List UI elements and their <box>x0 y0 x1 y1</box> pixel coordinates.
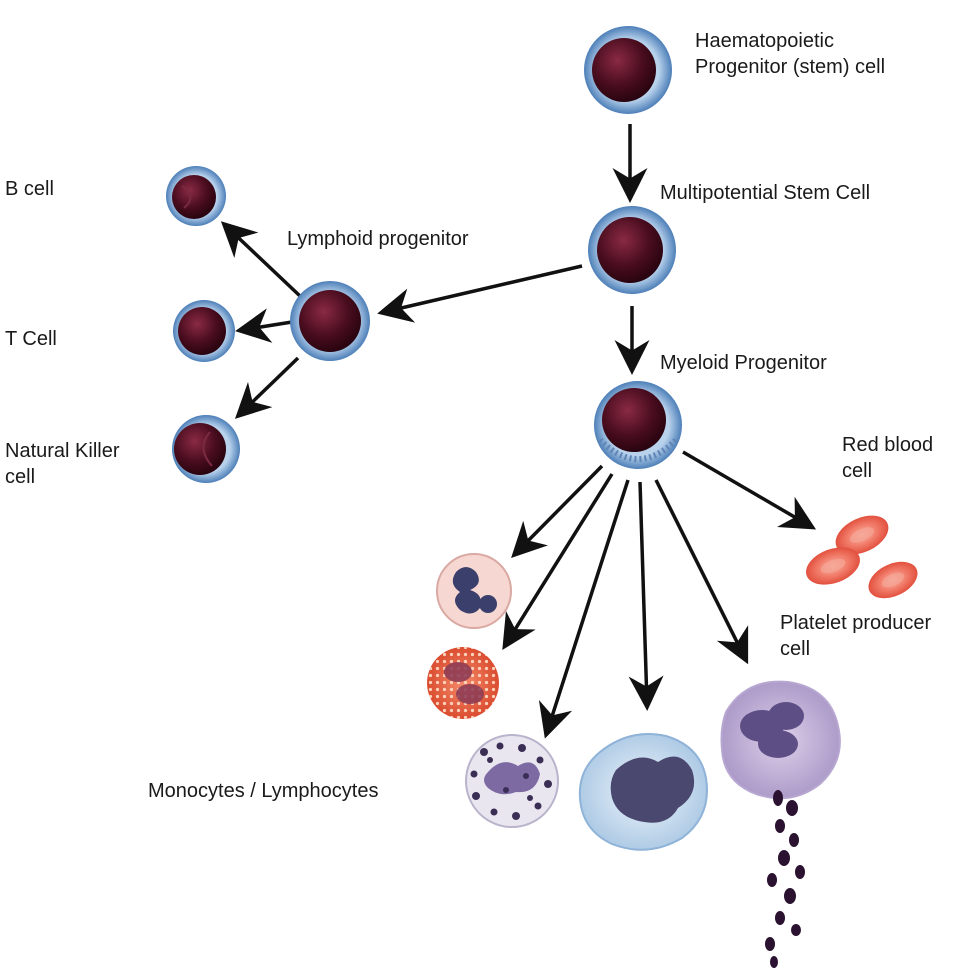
label-monocytes-lymphocytes: Monocytes / Lymphocytes <box>148 780 379 802</box>
label-lymphoid: Lymphoid progenitor <box>287 228 469 250</box>
red-blood-cell-2 <box>806 547 860 585</box>
label-stem-cell-line1: Haematopoietic <box>695 30 834 52</box>
arrow-myeloid-to-red-blood-cell <box>682 450 817 530</box>
label-red-blood-cell: Red blood cell <box>842 432 933 484</box>
arrow-lymphoid-to-b-cell <box>220 221 302 298</box>
arrow-myeloid-to-neutrophil <box>511 464 604 558</box>
monocyte-cell <box>578 733 708 851</box>
arrow-multipotential-to-lymphoid <box>377 264 583 323</box>
haematopoietic-stem-cell <box>584 26 672 114</box>
eosinophil-cell <box>427 647 499 719</box>
arrows <box>220 124 817 739</box>
red-blood-cells <box>806 515 918 599</box>
label-red-blood-cell-line1: Red blood <box>842 434 934 456</box>
label-platelet-producer-line2: cell <box>780 638 811 660</box>
myeloid-progenitor-cell <box>594 381 682 469</box>
t-cell <box>173 300 235 362</box>
label-b-cell: B cell <box>5 178 54 200</box>
label-myeloid: Myeloid Progenitor <box>660 352 827 374</box>
megakaryocyte-cell <box>720 680 841 800</box>
label-multipotential: Multipotential Stem Cell <box>660 182 871 204</box>
arrow-myeloid-to-megakaryocyte <box>654 479 749 665</box>
red-blood-cell-3 <box>868 561 918 599</box>
platelets <box>765 790 805 968</box>
label-t-cell: T Cell <box>5 328 57 350</box>
neutrophil-cell <box>436 553 512 629</box>
arrow-myeloid-to-monocyte <box>628 481 664 711</box>
arrow-lymphoid-to-nk-cell <box>234 356 300 419</box>
label-red-blood-cell-line2: cell <box>842 460 873 482</box>
label-natural-killer-line2: cell <box>5 466 36 488</box>
label-natural-killer: Natural Killer cell <box>5 438 119 490</box>
red-blood-cell-1 <box>835 515 889 555</box>
arrow-lymphoid-to-t-cell <box>235 308 293 343</box>
label-platelet-producer-line1: Platelet producer <box>780 612 932 634</box>
lymphoid-progenitor-cell <box>290 281 370 361</box>
arrow-myeloid-to-eosinophil <box>502 473 614 650</box>
basophil-cell <box>465 734 559 828</box>
label-platelet-producer: Platelet producer cell <box>780 610 931 662</box>
label-natural-killer-line1: Natural Killer <box>5 440 120 462</box>
label-stem-cell-line2: Progenitor (stem) cell <box>695 56 886 78</box>
b-cell <box>166 166 226 226</box>
natural-killer-cell <box>172 415 240 483</box>
multipotential-stem-cell <box>588 206 676 294</box>
label-stem-cell: Haematopoietic Progenitor (stem) cell <box>695 28 885 80</box>
arrow-myeloid-to-basophil <box>538 479 630 739</box>
